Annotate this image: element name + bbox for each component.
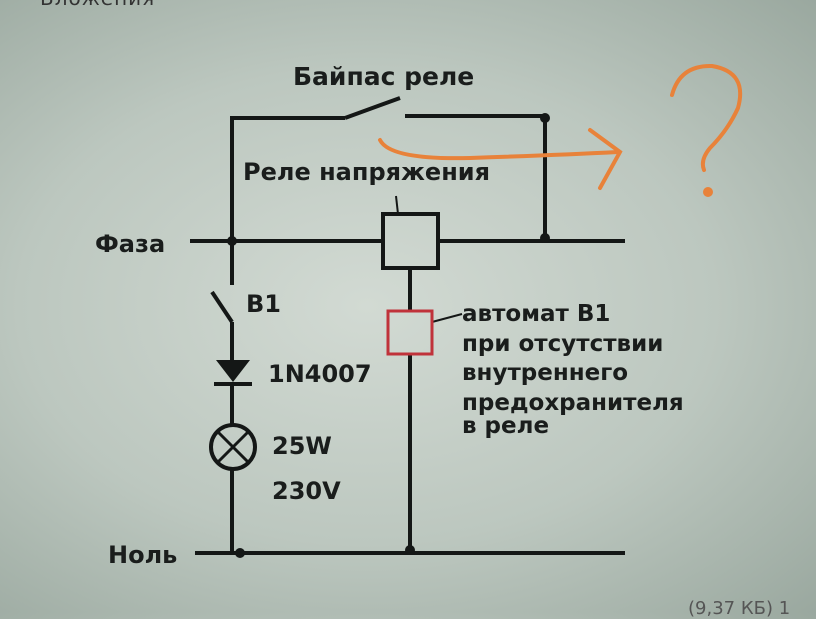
- voltage-relay-label: Реле напряжения: [243, 158, 490, 186]
- note-line: при отсутствии: [462, 330, 664, 357]
- breaker-note: автомат В1 при отсутствии внутреннего пр…: [462, 300, 684, 442]
- orange-arrow-line: [378, 138, 620, 161]
- bypass-relay-label: Байпас реле: [293, 62, 475, 91]
- note-line: в реле: [462, 413, 550, 439]
- question-mark-hook: [670, 63, 743, 172]
- diode-label: 1N4007: [268, 360, 372, 388]
- note-line: внутреннего: [462, 360, 629, 386]
- relay-leader: [395, 195, 399, 215]
- junction-dot: [540, 113, 550, 123]
- junction-dot: [235, 548, 245, 558]
- attachments-heading: Вложения: [40, 0, 155, 10]
- bypass-wire-left: [230, 116, 345, 240]
- junction-dot: [227, 236, 237, 246]
- lamp-cross: [216, 430, 250, 464]
- lamp-voltage-label: 230V: [272, 477, 341, 505]
- bypass-switch-blade: [344, 96, 401, 120]
- question-mark-dot: [703, 187, 713, 197]
- b1-switch-blade: [210, 290, 234, 324]
- diode-triangle: [216, 360, 250, 382]
- switch-b1-label: B1: [246, 290, 281, 318]
- note-line: автомат В1: [462, 301, 611, 327]
- orange-arrow-head: [588, 128, 623, 190]
- junction-dot: [540, 233, 550, 243]
- phase-label: Фаза: [95, 230, 166, 258]
- note-leader: [431, 313, 463, 323]
- lamp-power-label: 25W: [272, 432, 332, 460]
- voltage-relay: [381, 212, 440, 270]
- note-line: предохранителя: [462, 389, 684, 416]
- breaker-b1-box: [386, 309, 434, 356]
- lamp: [209, 423, 257, 471]
- junction-dot: [405, 545, 415, 555]
- neutral-label: Ноль: [108, 541, 178, 569]
